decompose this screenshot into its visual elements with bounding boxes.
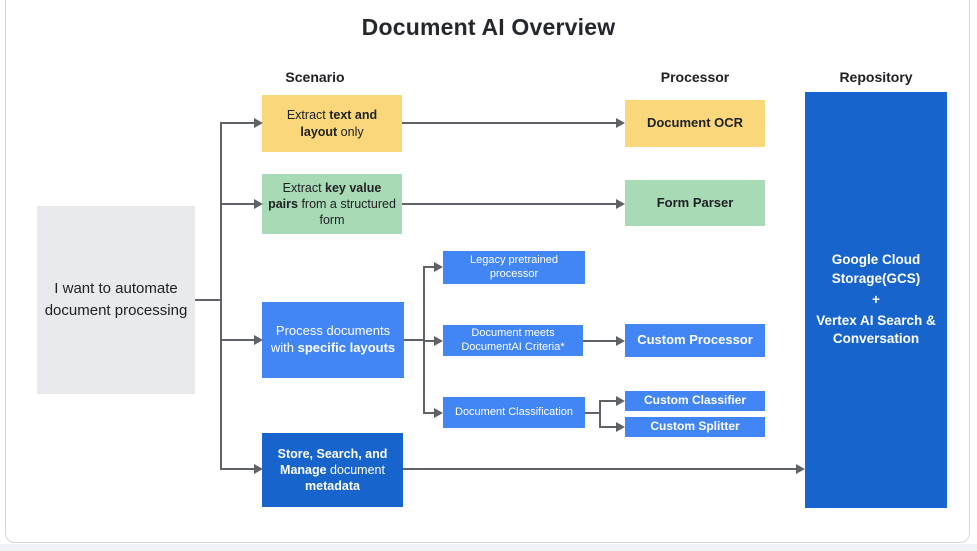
connector-classification-out	[585, 412, 601, 414]
connector-to-extract-text	[220, 122, 254, 124]
processor-node-custom-classifier: Custom Classifier	[625, 391, 765, 411]
repository-line-gcs: Google Cloud Storage(GCS)	[831, 252, 921, 286]
repository-line-plus: +	[872, 291, 880, 307]
arrowhead-store	[254, 464, 263, 474]
arrowhead-document-ocr	[616, 118, 625, 128]
column-header-scenario: Scenario	[285, 69, 345, 85]
arrowhead-specific-layouts	[254, 335, 263, 345]
connector-extract-text-to-ocr	[402, 122, 616, 124]
connector-trunk-vertical	[220, 122, 222, 470]
scenario-extract-kv-label: Extract key value pairs from a structure…	[268, 180, 396, 228]
root-node-automate-document-processing: I want to automate document processing	[37, 206, 195, 394]
connector-to-criteria	[423, 340, 434, 342]
column-header-repository: Repository	[839, 69, 913, 85]
diagram-title: Document AI Overview	[361, 14, 616, 40]
decision-node-document-classification: Document Classification	[443, 397, 585, 428]
scenario-node-extract-key-value: Extract key value pairs from a structure…	[262, 174, 402, 234]
scenario-node-store-search-manage: Store, Search, and Manage document metad…	[262, 433, 403, 507]
root-node-label: I want to automate document processing	[44, 280, 188, 319]
repository-line-vertex: Vertex AI Search & Conversation	[816, 313, 936, 347]
arrowhead-form-parser	[616, 199, 625, 209]
connector-to-specific-layouts	[220, 339, 254, 341]
decision-node-documentai-criteria: Document meets DocumentAI Criteria*	[443, 325, 583, 356]
connector-criteria-to-custom-processor	[583, 340, 616, 342]
processor-node-form-parser: Form Parser	[625, 180, 765, 226]
page-bottom-strip	[0, 544, 977, 551]
connector-fork-vertical	[599, 400, 601, 428]
arrowhead-classification	[434, 408, 443, 418]
custom-processor-label: Custom Processor	[637, 332, 753, 348]
scenario-node-extract-text-layout: Extract text and layout only	[262, 95, 402, 152]
arrowhead-custom-classifier	[616, 396, 625, 406]
criteria-label: Document meets DocumentAI Criteria*	[461, 326, 565, 353]
connector-to-custom-classifier	[599, 400, 616, 402]
processor-node-custom-processor: Custom Processor	[625, 324, 765, 357]
connector-root-to-trunk	[195, 299, 222, 301]
document-ocr-label: Document OCR	[646, 115, 744, 131]
custom-splitter-label: Custom Splitter	[650, 419, 740, 434]
form-parser-label: Form Parser	[656, 194, 734, 210]
custom-classifier-label: Custom Classifier	[643, 393, 747, 408]
arrowhead-legacy	[434, 262, 443, 272]
arrowhead-extract-text	[254, 118, 263, 128]
connector-to-store	[220, 468, 254, 470]
scenario-specific-layouts-label: Process documents with specific layouts	[270, 323, 396, 355]
processor-node-document-ocr: Document OCR	[625, 100, 765, 147]
legacy-label: Legacy pretrained processor	[469, 253, 559, 280]
decision-node-legacy-pretrained: Legacy pretrained processor	[443, 251, 585, 284]
connector-store-to-repository	[403, 468, 796, 470]
arrowhead-custom-splitter	[616, 422, 625, 432]
arrowhead-custom-processor	[616, 336, 625, 346]
arrowhead-extract-kv	[254, 199, 263, 209]
column-header-processor: Processor	[660, 69, 730, 85]
connector-to-extract-kv	[220, 203, 254, 205]
connector-extract-kv-to-form-parser	[402, 203, 616, 205]
connector-to-custom-splitter	[599, 426, 616, 428]
processor-node-custom-splitter: Custom Splitter	[625, 417, 765, 437]
arrowhead-criteria	[434, 336, 443, 346]
arrowhead-repository	[796, 464, 805, 474]
repository-node-gcs-vertex: Google Cloud Storage(GCS) + Vertex AI Se…	[805, 92, 947, 508]
connector-to-classification	[423, 412, 434, 414]
scenario-node-specific-layouts: Process documents with specific layouts	[262, 302, 404, 378]
connector-to-legacy	[423, 266, 434, 268]
classification-label: Document Classification	[455, 406, 573, 419]
connector-specific-layouts-out	[404, 339, 424, 341]
scenario-store-label: Store, Search, and Manage document metad…	[277, 446, 388, 494]
scenario-extract-text-label: Extract text and layout only	[286, 108, 378, 139]
